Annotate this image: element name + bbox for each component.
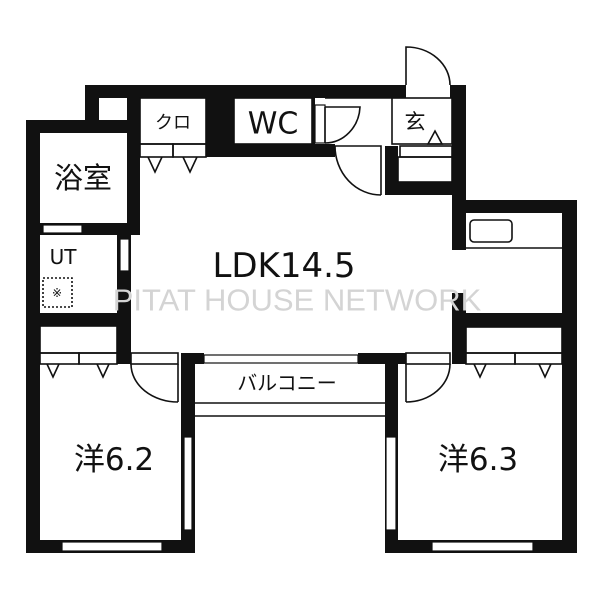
watermark: PITAT HOUSE NETWORK [113, 283, 482, 318]
room-label-western-room-1: 洋6.2 [74, 442, 154, 478]
room-label-ldk: LDK14.5 [212, 246, 355, 286]
walls [26, 85, 577, 553]
fixtures [39, 46, 563, 417]
room-label-entrance: 玄 [405, 110, 426, 134]
washer-icon: ※ [52, 286, 62, 300]
room-label-balcony: バルコニー [237, 371, 337, 395]
room-label-toilet: WC [248, 107, 299, 142]
openings [42, 104, 534, 552]
room-label-bath: 浴室 [54, 161, 112, 195]
room-label-utility: UT [50, 245, 78, 269]
room-label-western-room-2: 洋6.3 [438, 442, 518, 478]
room-label-closet: クロ [155, 113, 191, 134]
